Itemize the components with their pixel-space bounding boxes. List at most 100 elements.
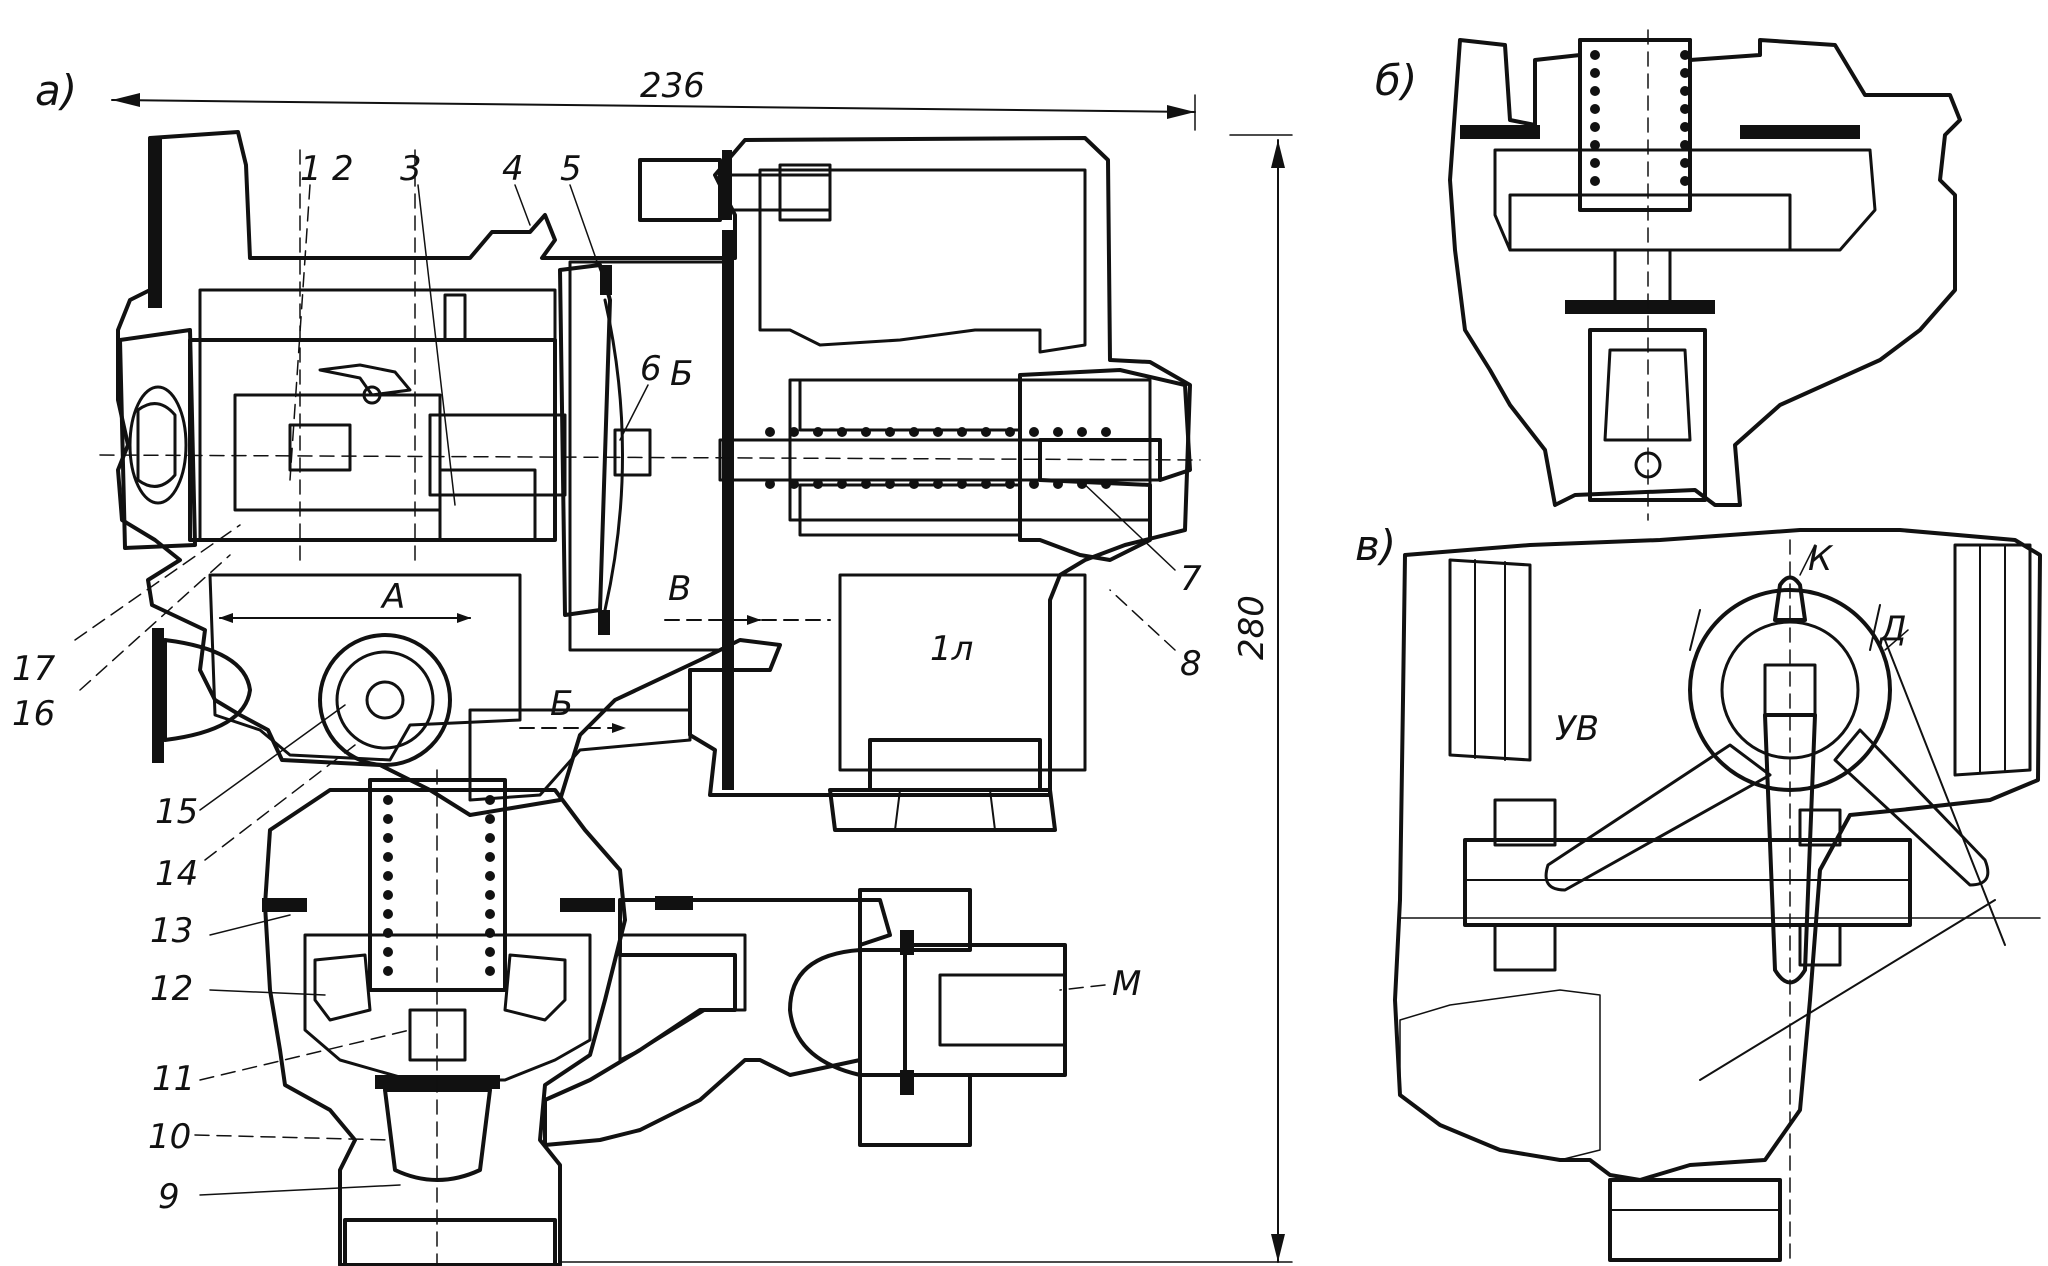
spring-coil-dot — [383, 795, 393, 805]
view-b-cavity — [1493, 148, 1877, 252]
callout-9: 9 — [158, 1177, 180, 1217]
leader-3 — [417, 184, 456, 506]
view-b-valve — [1613, 248, 1672, 307]
zone-k-label: К — [1808, 539, 1834, 579]
spring-coil-dot — [383, 966, 393, 976]
view-c-diag-guide-2 — [1884, 639, 2006, 946]
spring-coil-dot — [837, 479, 847, 489]
view-c-arc-line-2 — [1869, 604, 1881, 651]
spring-coil-dot — [383, 833, 393, 843]
spring-coil-dot — [765, 479, 775, 489]
centerline-piston — [99, 454, 1201, 461]
dim-height-label: 280 — [1232, 595, 1272, 660]
callout-15: 15 — [155, 792, 198, 832]
callout-17: 17 — [12, 649, 56, 689]
spring-coil-dot — [1680, 86, 1690, 96]
dim-width-label: 236 — [640, 66, 705, 106]
spring-coil-dot — [1680, 176, 1690, 186]
piston-insert — [438, 468, 537, 542]
rubber-seal-2 — [443, 293, 467, 342]
spring-coil-dot — [957, 479, 967, 489]
filter-mesh-m — [788, 948, 862, 1077]
zone-m-label: М — [1112, 964, 1141, 1004]
spring-coil-dot — [1590, 140, 1600, 150]
spring-coil-dot — [485, 833, 495, 843]
view-c-handle-k — [1763, 713, 1817, 985]
callout-11: 11 — [152, 1059, 195, 1099]
spring-coil-dot — [837, 427, 847, 437]
plug-1l-nut — [828, 788, 1057, 832]
callout-14: 14 — [155, 854, 198, 894]
leader-5 — [569, 184, 601, 271]
callout-4: 4 — [502, 149, 524, 189]
view-a-label: а) — [35, 66, 77, 115]
leader-9 — [199, 1184, 401, 1196]
valve-seat-12 — [313, 953, 372, 1022]
spring-coil-dot — [1053, 427, 1063, 437]
leader-17 — [74, 524, 241, 641]
ball-valve-15 — [318, 633, 452, 767]
view-a: а) 236 280 1 2 3 4 5 6 7 8 9 10 11 12 13… — [12, 66, 1293, 1266]
leader-k — [1799, 544, 1816, 576]
lower-valve-cavity — [303, 933, 592, 1082]
leader-15 — [199, 704, 346, 811]
spring-coil-dot — [485, 795, 495, 805]
view-c-hatch-area — [1399, 989, 1601, 1161]
callout-10: 10 — [148, 1117, 191, 1157]
spring-coil-dot — [1590, 176, 1600, 186]
spring-coil-dot — [981, 427, 991, 437]
leader-7 — [1079, 479, 1176, 571]
spring-coil-dot — [383, 814, 393, 824]
leader-10 — [194, 1134, 391, 1141]
zone-a-cavity — [208, 573, 522, 762]
view-c-handle-d-left — [1544, 743, 1772, 892]
zone-uv-label: УВ — [1555, 709, 1599, 749]
lower-chamber-1l — [838, 573, 1087, 772]
upper-body-casting — [116, 130, 1192, 817]
spring-coil-dot — [1077, 427, 1087, 437]
upper-right-chamber — [758, 168, 1087, 354]
spring-coil-dot — [485, 814, 495, 824]
spring-coil-dot — [485, 890, 495, 900]
diaphragm-bot-seal — [598, 610, 610, 635]
spring-coil-dot — [885, 427, 895, 437]
top-bolt-shank — [718, 173, 832, 212]
union-nut-top — [858, 888, 972, 952]
piston-body — [233, 393, 442, 512]
spring-coil-dot — [861, 479, 871, 489]
view-b: б) — [1375, 29, 1962, 521]
view-c-bolt-bottom — [1493, 923, 1557, 972]
top-bolt-washer — [722, 150, 732, 220]
spring-coil-dot — [957, 427, 967, 437]
spring-coil-dot — [1590, 104, 1600, 114]
view-b-seat — [1508, 193, 1792, 252]
leader-14 — [204, 744, 356, 861]
union-bore — [938, 973, 1067, 1047]
spring-coil-dot — [1590, 86, 1600, 96]
view-c-diag-guide — [1699, 899, 1996, 1081]
spring-coil-dot — [909, 427, 919, 437]
view-c-bolt-bottom-right — [1798, 923, 1842, 967]
coil-lower — [798, 483, 1022, 537]
left-end-cap — [118, 328, 197, 550]
spring-coil-dot — [909, 479, 919, 489]
union-seal-bottom — [900, 1070, 914, 1095]
spring-coil-dot — [383, 909, 393, 919]
spring-coil-dot — [1590, 122, 1600, 132]
spring-coil-dot — [1680, 158, 1690, 168]
union-body — [903, 943, 1067, 1077]
union-nut-bottom — [858, 1073, 972, 1147]
spring-coil-dot — [1101, 427, 1111, 437]
latch-pin — [362, 385, 382, 405]
spring-coil-dot — [485, 909, 495, 919]
callout-7: 7 — [1180, 559, 1202, 599]
callout-13: 13 — [150, 911, 193, 951]
spring-coil-dot — [1680, 68, 1690, 78]
callout-1: 1 — [300, 149, 322, 189]
spring-coil-dot — [789, 427, 799, 437]
left-gasket-lower — [152, 628, 164, 763]
callout-3: 3 — [400, 149, 422, 189]
leader-8 — [1109, 589, 1176, 651]
spring-coil-dot — [1005, 479, 1015, 489]
